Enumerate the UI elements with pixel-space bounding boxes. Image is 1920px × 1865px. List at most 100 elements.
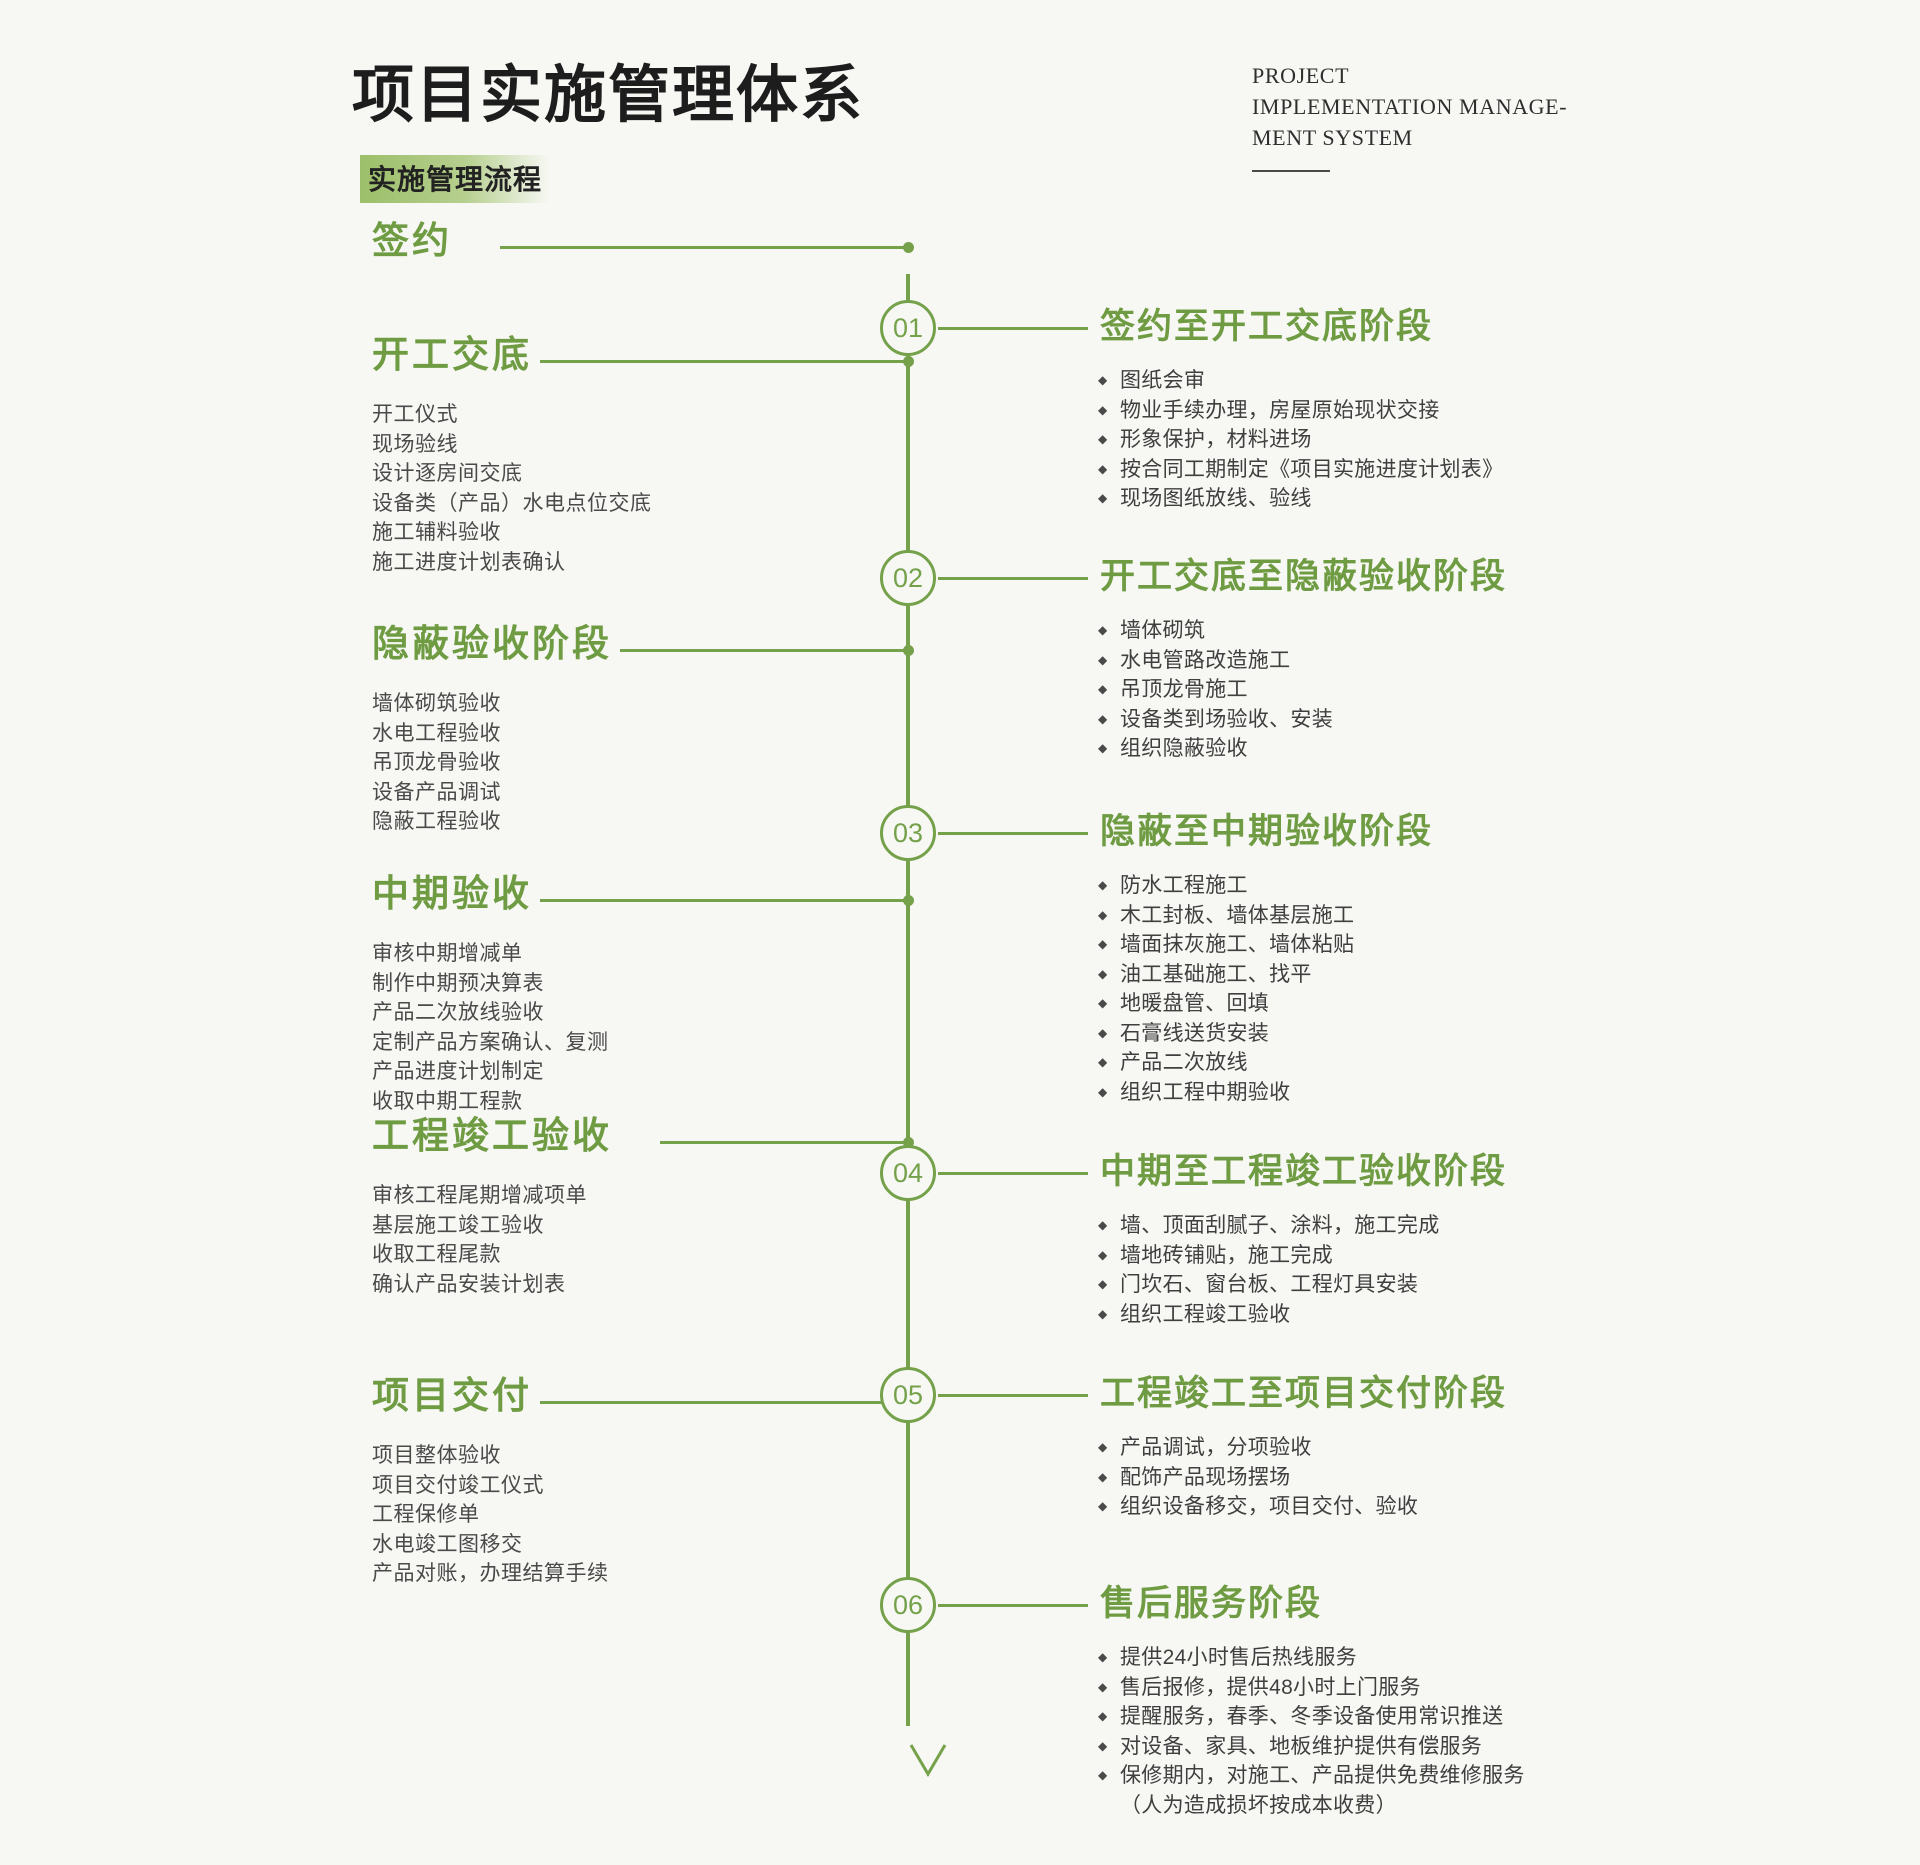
bullet-item: 提醒服务，春季、冬季设备使用常识推送 bbox=[1098, 1702, 1525, 1732]
stage-title: 隐蔽至中期验收阶段 bbox=[1100, 812, 1434, 851]
left-stage-items: 审核中期增减单 制作中期预决算表 产品二次放线验收 定制产品方案确认、复测 产品… bbox=[372, 939, 609, 1116]
left-stage-connector bbox=[540, 360, 908, 363]
left-stage-title: 签约 bbox=[372, 220, 452, 261]
stage-number-badge[interactable]: 02 bbox=[880, 550, 936, 606]
stage-items: 图纸会审 物业手续办理，房屋原始现状交接 形象保护，材料进场 按合同工期制定《项… bbox=[1098, 366, 1503, 514]
bullet-item: 吊顶龙骨施工 bbox=[1098, 675, 1333, 705]
list-item: 审核工程尾期增减项单 bbox=[372, 1184, 587, 1207]
stage-number-badge[interactable]: 06 bbox=[880, 1577, 936, 1633]
stage-connector bbox=[938, 1604, 1088, 1607]
list-item: 确认产品安装计划表 bbox=[372, 1272, 566, 1296]
list-item: 隐蔽工程验收 bbox=[372, 810, 501, 833]
bullet-item: 墙、顶面刮腻子、涂料，施工完成 bbox=[1098, 1211, 1440, 1241]
stage-number-badge[interactable]: 05 bbox=[880, 1367, 936, 1423]
english-title-line2: IMPLEMENTATION MANAGE- bbox=[1252, 94, 1568, 120]
bullet-item: 图纸会审 bbox=[1098, 366, 1503, 396]
bullet-item: 墙面抹灰施工、墙体粘贴 bbox=[1098, 930, 1354, 960]
header-rule bbox=[1252, 169, 1330, 172]
list-item: 项目交付竣工仪式 bbox=[372, 1473, 544, 1497]
left-stage-items: 开工仪式 现场验线 设计逐房间交底 设备类（产品）水电点位交底 施工辅料验收 施… bbox=[372, 400, 652, 577]
stage-title: 签约至开工交底阶段 bbox=[1100, 307, 1434, 346]
bullet-item: 石膏线送货安装 bbox=[1098, 1019, 1354, 1049]
page-subtitle: 实施管理流程 bbox=[360, 155, 551, 203]
stage-items: 防水工程施工 木工封板、墙体基层施工 墙面抹灰施工、墙体粘贴 油工基础施工、找平… bbox=[1098, 871, 1354, 1107]
bullet-item: 对设备、家具、地板维护提供有偿服务 bbox=[1098, 1732, 1525, 1762]
list-item: 产品进度计划制定 bbox=[372, 1060, 544, 1083]
left-stage-connector bbox=[540, 1401, 908, 1404]
list-item: 现场验线 bbox=[372, 432, 458, 456]
timeline-arrow-icon bbox=[890, 1718, 947, 1777]
subtitle-container: 实施管理流程 bbox=[360, 155, 551, 203]
left-stage-title: 项目交付 bbox=[372, 1375, 532, 1416]
stage-number-badge[interactable]: 04 bbox=[880, 1145, 936, 1201]
page-header: 项目实施管理体系 实施管理流程 PROJECT IMPLEMENTATION M… bbox=[0, 0, 1920, 210]
left-stage-node-dot bbox=[903, 1137, 914, 1148]
bullet-item: 木工封板、墙体基层施工 bbox=[1098, 901, 1354, 931]
left-stage-node-dot bbox=[903, 645, 914, 656]
list-item: 设备产品调试 bbox=[372, 780, 501, 804]
bullet-item: 物业手续办理，房屋原始现状交接 bbox=[1098, 396, 1503, 426]
bullet-item: 设备类到场验收、安装 bbox=[1098, 705, 1333, 735]
stage-title: 开工交底至隐蔽验收阶段 bbox=[1100, 557, 1508, 596]
left-stage-title: 开工交底 bbox=[372, 334, 532, 375]
bullet-item: 配饰产品现场摆场 bbox=[1098, 1463, 1418, 1493]
left-stage-connector bbox=[660, 1141, 908, 1144]
bullet-item: 组织设备移交，项目交付、验收 bbox=[1098, 1492, 1418, 1522]
list-item: 产品对账，办理结算手续 bbox=[372, 1562, 609, 1585]
stage-items: 提供24小时售后热线服务 售后报修，提供48小时上门服务 提醒服务，春季、冬季设… bbox=[1098, 1643, 1525, 1820]
bullet-item: 按合同工期制定《项目实施进度计划表》 bbox=[1098, 455, 1503, 485]
list-item: 施工辅料验收 bbox=[372, 521, 501, 544]
bullet-item: 组织隐蔽验收 bbox=[1098, 734, 1333, 764]
list-item: 设计逐房间交底 bbox=[372, 462, 523, 485]
stage-title: 中期至工程竣工验收阶段 bbox=[1100, 1152, 1508, 1191]
bullet-item: 墙体砌筑 bbox=[1098, 616, 1333, 646]
bullet-item: 防水工程施工 bbox=[1098, 871, 1354, 901]
list-item: 工程保修单 bbox=[372, 1503, 480, 1526]
english-title-line3: MENT SYSTEM bbox=[1252, 125, 1413, 151]
stage-connector bbox=[938, 832, 1088, 835]
list-item: 设备类（产品）水电点位交底 bbox=[372, 491, 652, 515]
stage-connector bbox=[938, 577, 1088, 580]
list-item: 开工仪式 bbox=[372, 403, 458, 426]
list-item: 水电竣工图移交 bbox=[372, 1532, 523, 1556]
left-stage-node-dot bbox=[903, 356, 914, 367]
list-item: 水电工程验收 bbox=[372, 721, 501, 745]
list-item: 审核中期增减单 bbox=[372, 942, 523, 965]
list-item: 施工进度计划表确认 bbox=[372, 550, 566, 574]
left-stage-title: 隐蔽验收阶段 bbox=[372, 623, 612, 664]
stage-number-badge[interactable]: 03 bbox=[880, 805, 936, 861]
list-item: 吊顶龙骨验收 bbox=[372, 751, 501, 774]
list-item: 收取中期工程款 bbox=[372, 1089, 523, 1113]
stage-number-badge[interactable]: 01 bbox=[880, 300, 936, 356]
page-title: 项目实施管理体系 bbox=[352, 62, 865, 130]
english-title-block: PROJECT IMPLEMENTATION MANAGE- MENT SYST… bbox=[1252, 60, 1602, 172]
list-item: 制作中期预决算表 bbox=[372, 971, 544, 995]
bullet-item: 水电管路改造施工 bbox=[1098, 646, 1333, 676]
stage-items: 墙体砌筑 水电管路改造施工 吊顶龙骨施工 设备类到场验收、安装 组织隐蔽验收 bbox=[1098, 616, 1333, 764]
stage-title: 工程竣工至项目交付阶段 bbox=[1100, 1374, 1508, 1413]
list-item: 基层施工竣工验收 bbox=[372, 1213, 544, 1237]
stage-title: 售后服务阶段 bbox=[1100, 1584, 1323, 1623]
bullet-item: 形象保护，材料进场 bbox=[1098, 425, 1503, 455]
bullet-item: 售后报修，提供48小时上门服务 bbox=[1098, 1673, 1525, 1703]
list-item: 墙体砌筑验收 bbox=[372, 692, 501, 715]
left-stage-node-dot bbox=[903, 895, 914, 906]
left-stage-items: 墙体砌筑验收 水电工程验收 吊顶龙骨验收 设备产品调试 隐蔽工程验收 bbox=[372, 689, 501, 837]
left-stage-items: 审核工程尾期增减项单 基层施工竣工验收 收取工程尾款 确认产品安装计划表 bbox=[372, 1181, 587, 1299]
english-title-line1: PROJECT bbox=[1252, 63, 1350, 88]
left-stage-connector bbox=[540, 899, 908, 902]
bullet-item-continuation: （人为造成损坏按成本收费） bbox=[1120, 1793, 1397, 1817]
left-stage-node-dot bbox=[903, 242, 914, 253]
bullet-item: 组织工程中期验收 bbox=[1098, 1078, 1354, 1108]
bullet-item: 墙地砖铺贴，施工完成 bbox=[1098, 1241, 1440, 1271]
bullet-item: 产品二次放线 bbox=[1098, 1048, 1354, 1078]
timeline-spine bbox=[906, 274, 910, 1726]
stage-connector bbox=[938, 1394, 1088, 1397]
left-stage-title: 中期验收 bbox=[372, 873, 532, 914]
bullet-item: 产品调试，分项验收 bbox=[1098, 1433, 1418, 1463]
stage-connector bbox=[938, 1172, 1088, 1175]
bullet-item: 现场图纸放线、验线 bbox=[1098, 484, 1503, 514]
stage-items: 墙、顶面刮腻子、涂料，施工完成 墙地砖铺贴，施工完成 门坎石、窗台板、工程灯具安… bbox=[1098, 1211, 1440, 1329]
left-stage-title: 工程竣工验收 bbox=[372, 1115, 612, 1156]
